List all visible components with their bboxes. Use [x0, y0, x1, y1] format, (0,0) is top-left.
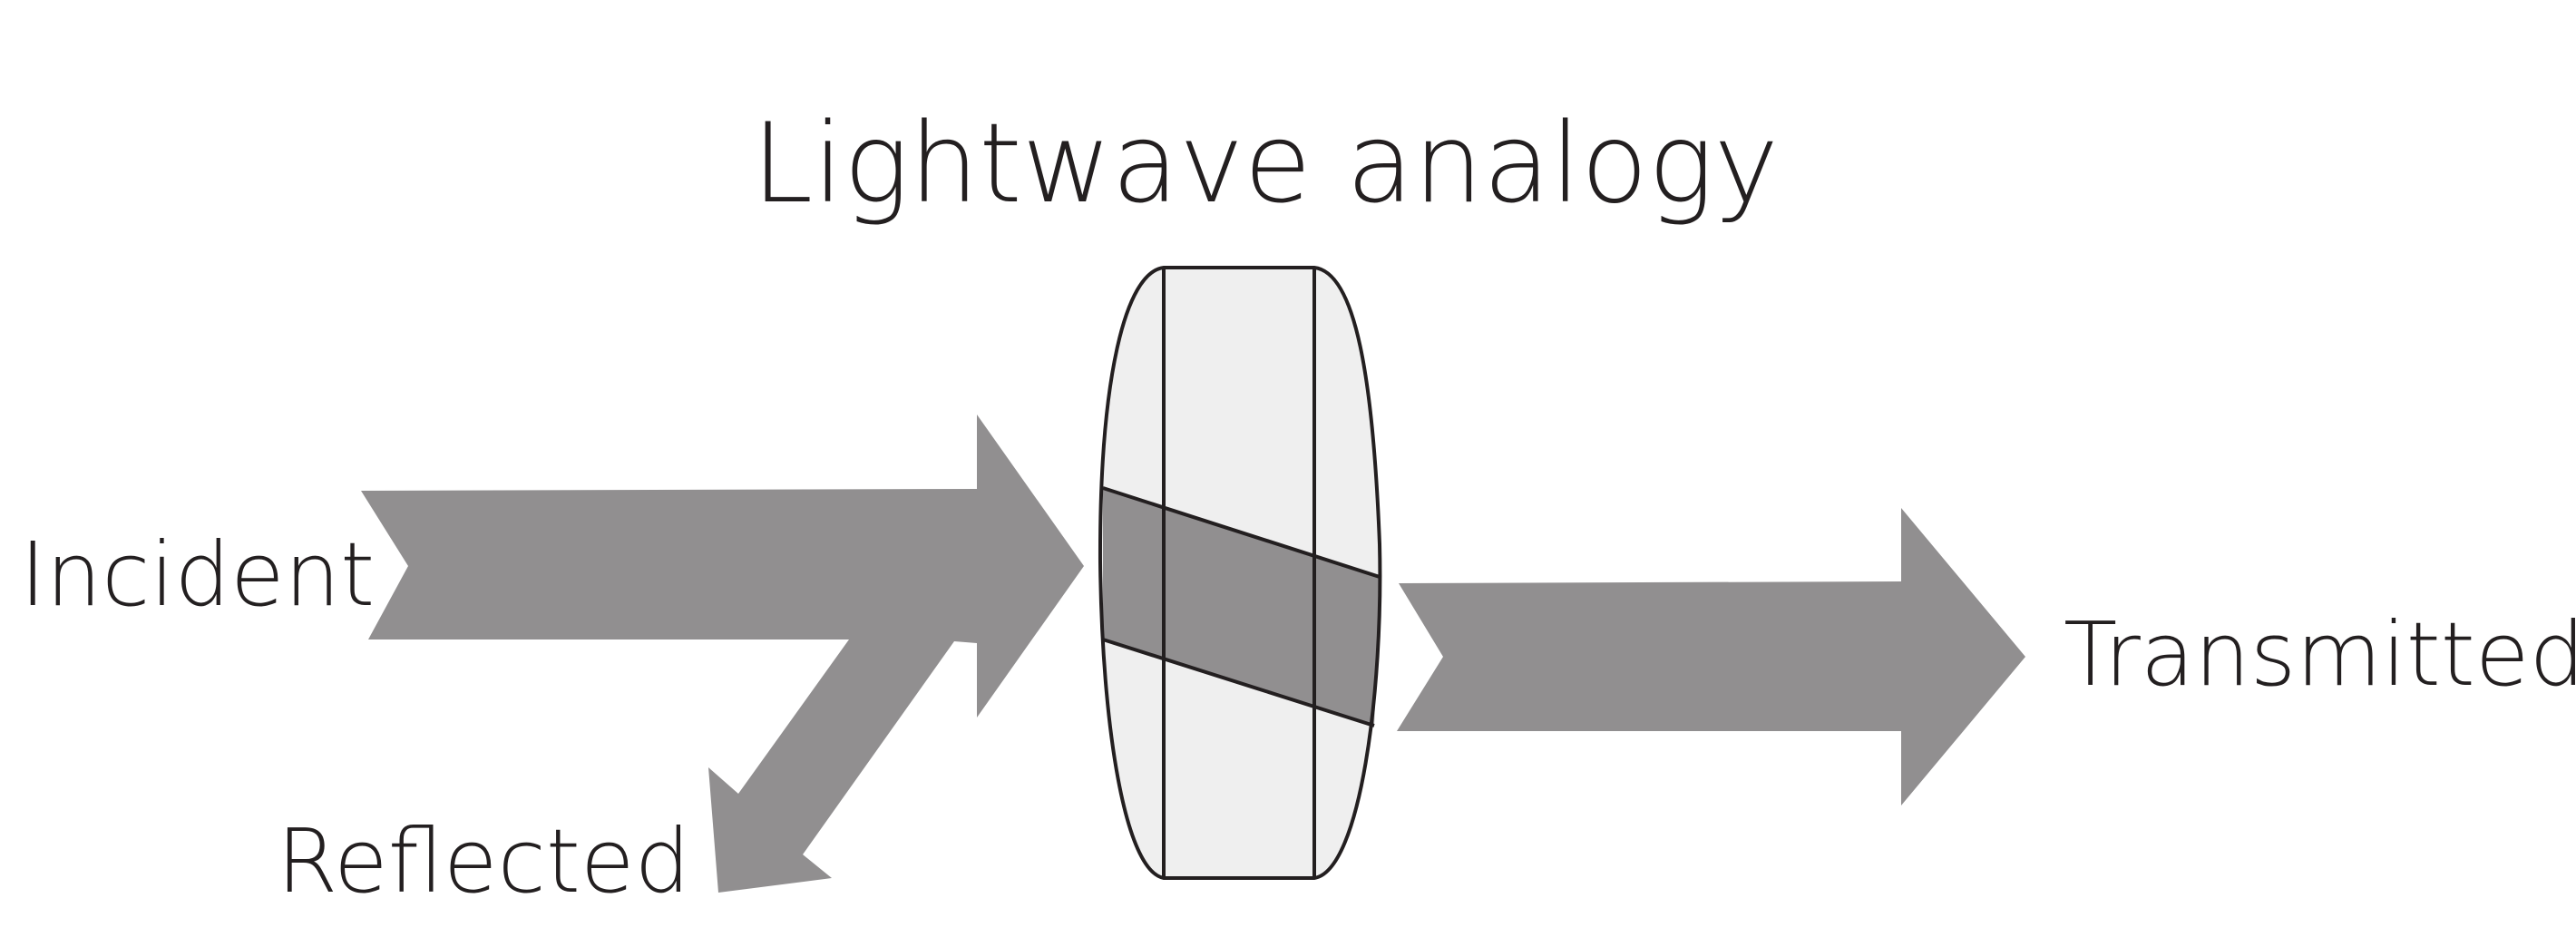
- incident-arrow: [361, 415, 1084, 893]
- beam-through-lens: [1103, 488, 1380, 726]
- diagram-title: Lightwave analogy: [752, 100, 1779, 228]
- transmitted-label: Transmitted: [2064, 603, 2576, 706]
- reflected-label: Reflected: [277, 810, 690, 913]
- lens: [1098, 266, 1382, 880]
- beam-upper-edge: [1102, 486, 1381, 579]
- incident-label: Incident: [20, 523, 375, 626]
- transmitted-arrow: [1397, 508, 2025, 805]
- beam-lower-edge: [1102, 638, 1375, 727]
